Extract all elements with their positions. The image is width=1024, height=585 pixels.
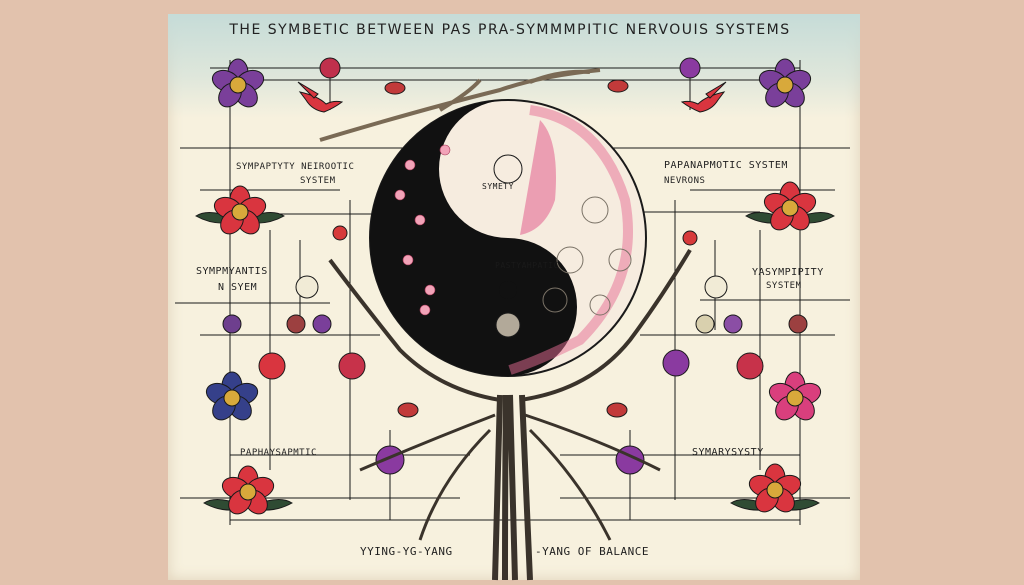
label-right-mid-line1: YASYMPIPITY (752, 267, 824, 278)
label-left-top-line1: SYMPAPTYTY NEIROOTIC (236, 162, 355, 172)
connector-lines (175, 60, 850, 525)
red-bird-icon (680, 81, 727, 113)
label-left-mid-line1: SYMPMYANTIS (196, 266, 268, 277)
branch-icon (319, 68, 601, 142)
red-bird-icon (297, 81, 344, 113)
label-right-top-line2: NEVRONS (664, 176, 706, 186)
center-label-lower: PASTYAHPATIC (495, 261, 559, 270)
label-right-mid-line2: SYSTEM (766, 281, 802, 291)
tree-trunk-icon (328, 248, 692, 581)
label-left-low: PAPHAYSAPMTIC (240, 448, 317, 458)
label-left-top-line2: SYSTEM (300, 176, 336, 186)
label-right-top-line1: PAPANAPMOTIC SYSTEM (664, 160, 788, 171)
footer-label-left: YYING-YG-YANG (360, 545, 453, 558)
center-label-upper: SYMETY (482, 182, 514, 191)
yin-yang-icon (369, 99, 647, 377)
page-title: THE SYMBETIC BETWEEN PAS PRA-SYMMMPITIC … (229, 22, 791, 38)
footer-label-right: -YANG OF BALANCE (535, 545, 649, 558)
label-right-low: SYMARYSYSTY (692, 447, 764, 458)
label-left-mid-line2: N SYEM (218, 282, 258, 293)
